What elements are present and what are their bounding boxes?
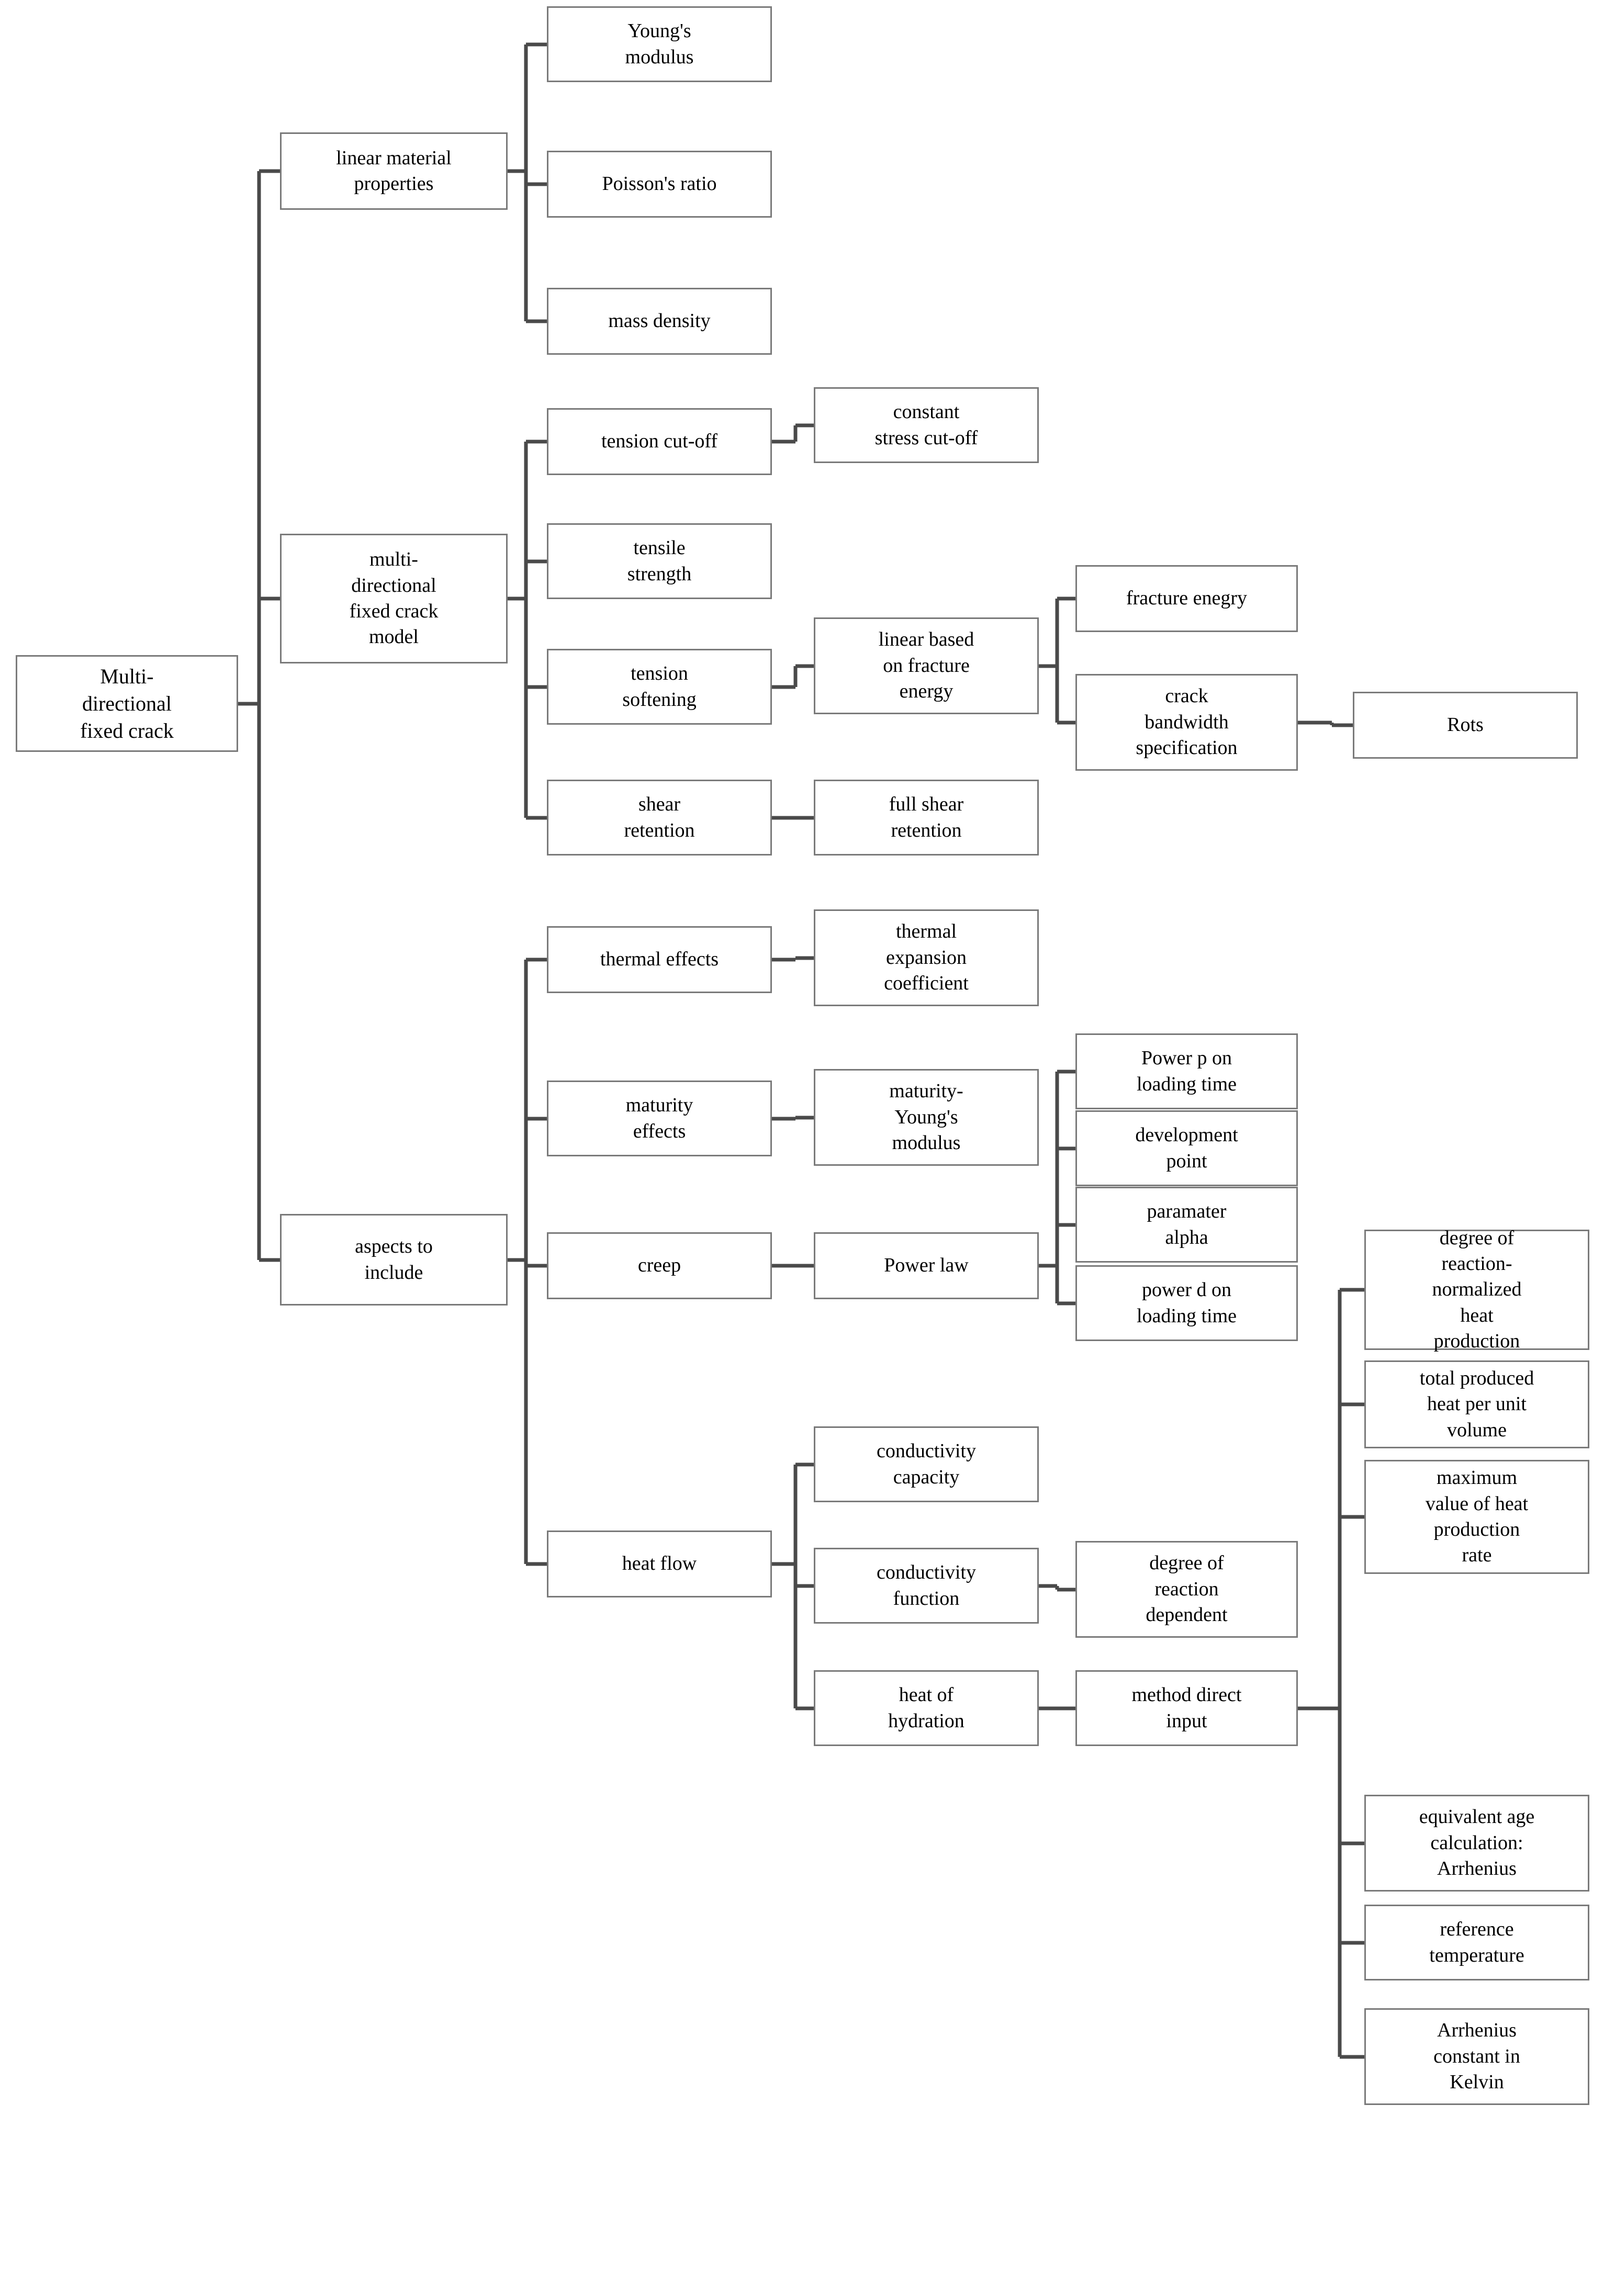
node-crackband[interactable]: crack bandwidth specification [1075, 674, 1298, 771]
node-creep[interactable]: creep [547, 1232, 772, 1299]
node-label: heat flow [622, 1552, 697, 1575]
node-label: conductivity function [877, 1561, 976, 1610]
node-label: Power p on loading time [1136, 1047, 1237, 1095]
node-fullshear[interactable]: full shear retention [814, 780, 1039, 856]
node-label: Power law [884, 1254, 969, 1277]
node-heatflow[interactable]: heat flow [547, 1530, 772, 1597]
node-mdfcm[interactable]: multi- directional fixed crack model [280, 534, 508, 663]
node-maturityeff[interactable]: maturity effects [547, 1081, 772, 1156]
node-label: conductivity capacity [877, 1440, 976, 1488]
node-degreereact[interactable]: degree of reaction dependent [1075, 1541, 1298, 1638]
node-label: power d on loading time [1136, 1279, 1237, 1327]
node-label: aspects to include [355, 1235, 433, 1284]
node-label: maturity- Young's modulus [889, 1080, 963, 1154]
node-label: total produced heat per unit volume [1419, 1367, 1534, 1441]
node-label: shear retention [624, 793, 695, 841]
node-label: tension softening [622, 662, 697, 711]
node-thermexp[interactable]: thermal expansion coefficient [814, 909, 1039, 1006]
node-root[interactable]: Multi- directional fixed crack [16, 655, 238, 752]
node-poisson[interactable]: Poisson's ratio [547, 151, 772, 218]
node-label: Poisson's ratio [602, 173, 717, 195]
node-powerd[interactable]: power d on loading time [1075, 1265, 1298, 1341]
node-label: full shear retention [889, 793, 964, 841]
node-youngs[interactable]: Young's modulus [547, 6, 772, 82]
node-label: crack bandwidth specification [1136, 685, 1238, 759]
node-label: thermal effects [600, 948, 719, 971]
node-label: constant stress cut-off [874, 401, 978, 449]
node-matyoungs[interactable]: maturity- Young's modulus [814, 1069, 1039, 1166]
node-shearret[interactable]: shear retention [547, 780, 772, 856]
node-label: tensile strength [627, 537, 692, 585]
node-tensionsoft[interactable]: tension softening [547, 649, 772, 725]
node-thermaleff[interactable]: thermal effects [547, 926, 772, 993]
node-label: tension cut-off [601, 430, 717, 453]
node-eqage[interactable]: equivalent age calculation: Arrhenius [1364, 1795, 1589, 1892]
node-label: equivalent age calculation: Arrhenius [1419, 1806, 1535, 1880]
node-condcapacity[interactable]: conductivity capacity [814, 1426, 1039, 1502]
node-linmat[interactable]: linear material properties [280, 132, 508, 210]
node-label: Rots [1447, 714, 1484, 736]
node-label: multi- directional fixed crack model [349, 548, 439, 648]
node-tensilestr[interactable]: tensile strength [547, 523, 772, 599]
node-heathydration[interactable]: heat of hydration [814, 1670, 1039, 1746]
node-label: Arrhenius constant in Kelvin [1433, 2019, 1520, 2094]
node-linearfrac[interactable]: linear based on fracture energy [814, 617, 1039, 714]
node-label: thermal expansion coefficient [884, 920, 969, 995]
node-label: paramater alpha [1147, 1200, 1227, 1248]
node-totalheat[interactable]: total produced heat per unit volume [1364, 1360, 1589, 1448]
node-label: degree of reaction- normalized heat prod… [1432, 1226, 1522, 1353]
node-label: Young's modulus [625, 20, 694, 68]
node-powerlaw[interactable]: Power law [814, 1232, 1039, 1299]
node-label: development point [1135, 1124, 1238, 1172]
node-fracenergy[interactable]: fracture enegry [1075, 565, 1298, 632]
node-label: heat of hydration [888, 1684, 964, 1732]
node-label: Multi- directional fixed crack [80, 664, 174, 742]
node-massdensity[interactable]: mass density [547, 288, 772, 355]
node-aspects[interactable]: aspects to include [280, 1214, 508, 1305]
node-powerp[interactable]: Power p on loading time [1075, 1033, 1298, 1109]
node-condfunction[interactable]: conductivity function [814, 1548, 1039, 1624]
node-maxheatrate[interactable]: maximum value of heat production rate [1364, 1460, 1589, 1574]
node-label: creep [637, 1254, 681, 1277]
node-label: mass density [608, 310, 711, 332]
node-label: maturity effects [625, 1094, 693, 1142]
node-conststress[interactable]: constant stress cut-off [814, 387, 1039, 463]
node-label: maximum value of heat production rate [1425, 1467, 1529, 1567]
node-label: method direct input [1131, 1684, 1242, 1732]
node-paramalpha[interactable]: paramater alpha [1075, 1187, 1298, 1263]
node-label: linear based on fracture energy [878, 628, 974, 703]
node-label: reference temperature [1429, 1918, 1524, 1966]
node-devpoint[interactable]: development point [1075, 1110, 1298, 1186]
node-degreenorm[interactable]: degree of reaction- normalized heat prod… [1364, 1227, 1589, 1352]
node-arrhconst[interactable]: Arrhenius constant in Kelvin [1364, 2008, 1589, 2105]
node-tensioncut[interactable]: tension cut-off [547, 408, 772, 475]
node-label: fracture enegry [1126, 587, 1247, 610]
node-label: linear material properties [336, 147, 452, 195]
node-methoddirect[interactable]: method direct input [1075, 1670, 1298, 1746]
node-rots[interactable]: Rots [1353, 692, 1578, 759]
node-reftemp[interactable]: reference temperature [1364, 1905, 1589, 1980]
node-label: degree of reaction dependent [1146, 1552, 1228, 1626]
